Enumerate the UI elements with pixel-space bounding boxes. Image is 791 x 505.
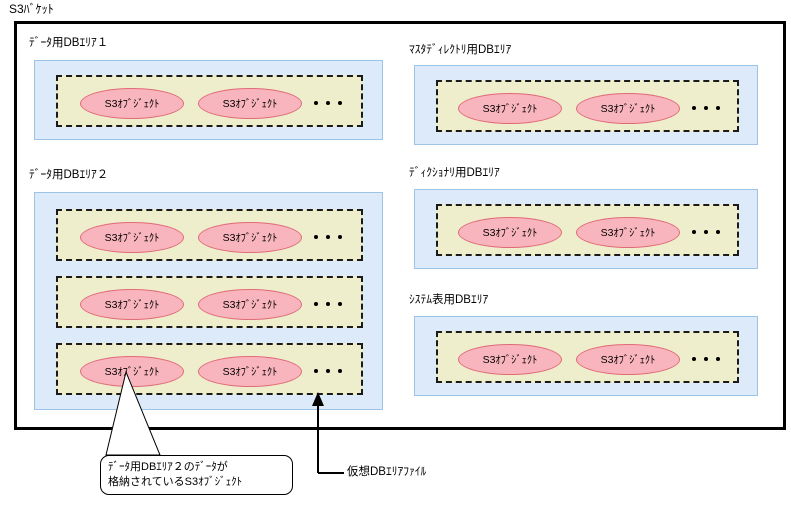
- ellipsis-dots: [692, 357, 720, 361]
- area-box-system-table-db-area: S3ｵﾌﾞｼﾞｪｸﾄ S3ｵﾌﾞｼﾞｪｸﾄ: [414, 316, 758, 396]
- area-title-system-table-db-area: ｼｽﾃﾑ表用DBｴﾘｱ: [409, 294, 489, 306]
- ellipsis-dots: [314, 101, 342, 105]
- callout-object-note-line-2: 格納されているS3ｵﾌﾞｼﾞｪｸﾄ: [108, 476, 243, 488]
- area-title-data-db-area-2: ﾃﾞｰﾀ用DBｴﾘｱ２: [29, 169, 109, 181]
- ellipsis-dots: [314, 235, 342, 239]
- s3-bucket-label: S3ﾊﾞｹｯﾄ: [9, 2, 54, 16]
- s3-object: S3ｵﾌﾞｼﾞｪｸﾄ: [80, 88, 184, 119]
- ellipsis-dots: [692, 230, 720, 234]
- s3-object: S3ｵﾌﾞｼﾞｪｸﾄ: [80, 289, 184, 320]
- area-box-data-db-area-1: S3ｵﾌﾞｼﾞｪｸﾄ S3ｵﾌﾞｼﾞｪｸﾄ: [34, 60, 383, 140]
- s3-object: S3ｵﾌﾞｼﾞｪｸﾄ: [198, 356, 302, 387]
- virtual-db-area-file: S3ｵﾌﾞｼﾞｪｸﾄ S3ｵﾌﾞｼﾞｪｸﾄ: [56, 276, 363, 328]
- virtual-db-area-file: S3ｵﾌﾞｼﾞｪｸﾄ S3ｵﾌﾞｼﾞｪｸﾄ: [436, 204, 739, 256]
- virtual-db-area-file: S3ｵﾌﾞｼﾞｪｸﾄ S3ｵﾌﾞｼﾞｪｸﾄ: [56, 75, 363, 127]
- s3-object: S3ｵﾌﾞｼﾞｪｸﾄ: [576, 217, 680, 248]
- area-title-dictionary-db-area: ﾃﾞｨｸｼｮﾅﾘ用DBｴﾘｱ: [409, 167, 500, 179]
- area-box-data-db-area-2: S3ｵﾌﾞｼﾞｪｸﾄ S3ｵﾌﾞｼﾞｪｸﾄ S3ｵﾌﾞｼﾞｪｸﾄ S3ｵﾌﾞｼﾞ…: [34, 192, 383, 410]
- s3-object-highlighted: S3ｵﾌﾞｼﾞｪｸﾄ: [80, 356, 184, 387]
- ellipsis-dots: [314, 302, 342, 306]
- ellipsis-dots: [314, 369, 342, 373]
- area-box-dictionary-db-area: S3ｵﾌﾞｼﾞｪｸﾄ S3ｵﾌﾞｼﾞｪｸﾄ: [414, 189, 758, 269]
- s3-object: S3ｵﾌﾞｼﾞｪｸﾄ: [80, 222, 184, 253]
- s3-object: S3ｵﾌﾞｼﾞｪｸﾄ: [576, 93, 680, 124]
- area-title-master-directory-db-area: ﾏｽﾀﾃﾞｨﾚｸﾄﾘ用DBｴﾘｱ: [409, 44, 512, 56]
- virtual-db-area-file: S3ｵﾌﾞｼﾞｪｸﾄ S3ｵﾌﾞｼﾞｪｸﾄ: [436, 331, 739, 383]
- s3-object: S3ｵﾌﾞｼﾞｪｸﾄ: [576, 344, 680, 375]
- virtual-db-area-file: S3ｵﾌﾞｼﾞｪｸﾄ S3ｵﾌﾞｼﾞｪｸﾄ: [56, 343, 363, 395]
- s3-object: S3ｵﾌﾞｼﾞｪｸﾄ: [198, 289, 302, 320]
- s3-object: S3ｵﾌﾞｼﾞｪｸﾄ: [458, 344, 562, 375]
- area-title-data-db-area-1: ﾃﾞｰﾀ用DBｴﾘｱ１: [29, 37, 109, 49]
- ellipsis-dots: [692, 106, 720, 110]
- callout-virtual-file-label: 仮想DBｴﾘｱﾌｧｲﾙ: [347, 466, 427, 478]
- virtual-db-area-file: S3ｵﾌﾞｼﾞｪｸﾄ S3ｵﾌﾞｼﾞｪｸﾄ: [56, 209, 363, 261]
- virtual-db-area-file: S3ｵﾌﾞｼﾞｪｸﾄ S3ｵﾌﾞｼﾞｪｸﾄ: [436, 80, 739, 132]
- s3-object: S3ｵﾌﾞｼﾞｪｸﾄ: [198, 88, 302, 119]
- s3-object: S3ｵﾌﾞｼﾞｪｸﾄ: [198, 222, 302, 253]
- callout-object-note: ﾃﾞｰﾀ用DBｴﾘｱ２のﾃﾞｰﾀが 格納されているS3ｵﾌﾞｼﾞｪｸﾄ: [100, 455, 293, 495]
- area-box-master-directory-db-area: S3ｵﾌﾞｼﾞｪｸﾄ S3ｵﾌﾞｼﾞｪｸﾄ: [414, 65, 758, 145]
- s3-object: S3ｵﾌﾞｼﾞｪｸﾄ: [458, 93, 562, 124]
- s3-object: S3ｵﾌﾞｼﾞｪｸﾄ: [458, 217, 562, 248]
- callout-object-note-line-1: ﾃﾞｰﾀ用DBｴﾘｱ２のﾃﾞｰﾀが: [108, 461, 228, 473]
